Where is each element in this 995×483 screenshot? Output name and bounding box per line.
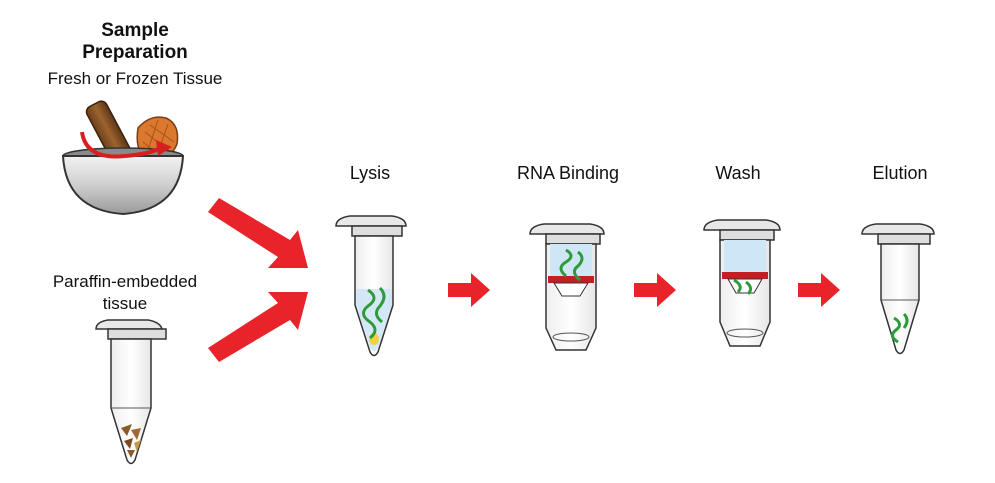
ffpe-label-2: tissue [102,294,148,313]
step-label-wash: Wash [715,163,761,183]
arrow-icon [448,273,490,307]
arrow-icon [208,198,308,268]
step-label-lysis: Lysis [349,163,391,183]
arrow-icon [798,273,840,307]
ffpe-label-1: Paraffin-embedded [52,272,198,291]
spin-column-icon [703,219,781,347]
tube-icon [335,215,407,357]
tube-icon [95,319,167,465]
step-label-elution: Elution [872,163,928,183]
mortar-and-pestle-icon [61,100,185,216]
sample-preparation-title-1: Sample [101,20,169,41]
arrow-icon [208,292,308,362]
fresh-frozen-label: Fresh or Frozen Tissue [47,69,223,88]
sample-preparation-title-2: Preparation [82,42,188,63]
step-label-rna-binding: RNA Binding [516,163,620,183]
tube-icon [861,223,935,355]
spin-column-icon [529,223,605,351]
arrow-icon [634,273,676,307]
